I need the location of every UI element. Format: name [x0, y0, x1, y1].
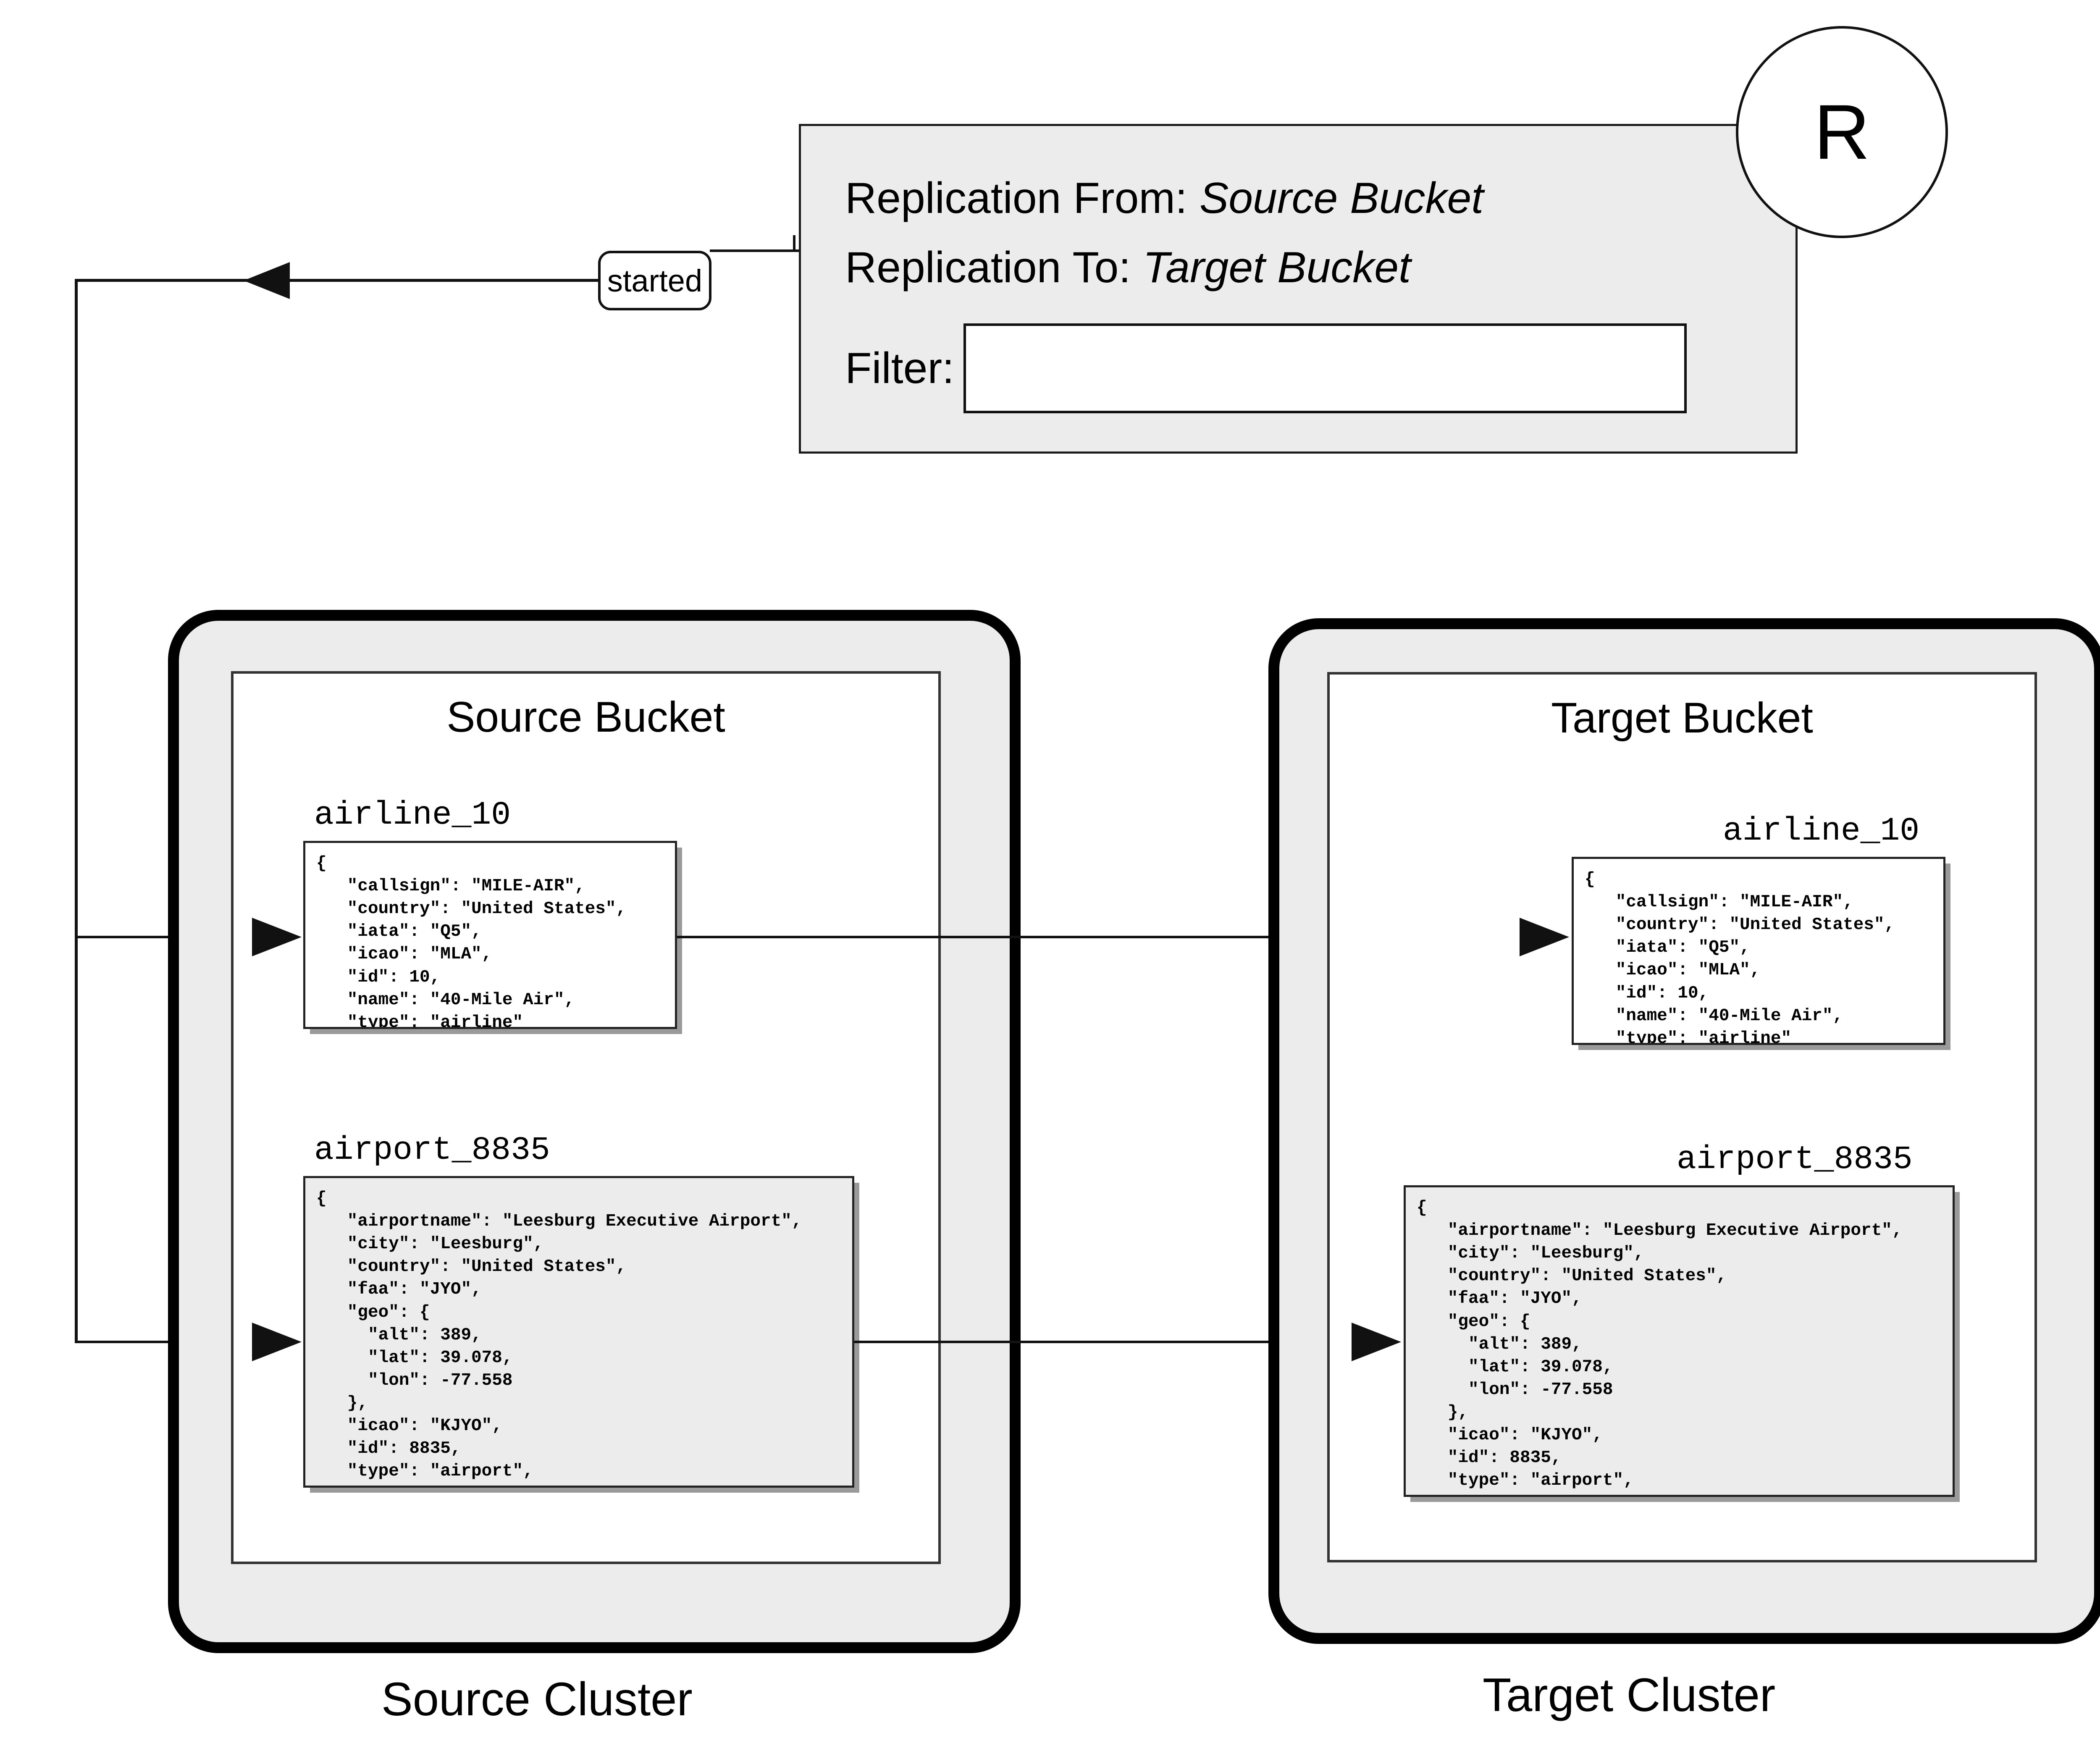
filter-input[interactable]	[963, 323, 1687, 413]
replication-line-airline	[677, 936, 1521, 938]
source-cluster-caption: Source Cluster	[381, 1673, 693, 1725]
target-document-airline: { "callsign": "MILE-AIR", "country": "Un…	[1572, 857, 1945, 1045]
target-cluster-caption: Target Cluster	[1483, 1669, 1776, 1721]
target-doc-key-airport: airport_8835	[1677, 1141, 1913, 1178]
arrowhead-into-source-airport-icon	[252, 1323, 302, 1361]
source-doc-key-airport: airport_8835	[314, 1132, 550, 1169]
target-doc-key-airline: airline_10	[1723, 813, 1920, 850]
replication-to-value: Target Bucket	[1143, 243, 1411, 292]
status-connector-horizontal	[710, 249, 800, 252]
arrowhead-into-source-airline-icon	[252, 918, 302, 956]
status-connector-vertical	[793, 235, 795, 252]
return-path-vertical-segment	[75, 279, 78, 1343]
arrowhead-into-target-airport-icon	[1352, 1323, 1401, 1361]
source-document-airport: { "airportname": "Leesburg Executive Air…	[303, 1176, 854, 1488]
filter-row: Filter:	[845, 323, 1687, 413]
replication-to-label: Replication To:	[845, 243, 1131, 292]
return-path-arrowhead-icon	[244, 262, 290, 299]
return-path-top-segment	[75, 279, 600, 282]
source-document-airline: { "callsign": "MILE-AIR", "country": "Un…	[303, 841, 677, 1029]
source-doc-key-airline: airline_10	[314, 797, 511, 834]
source-bucket-title: Source Bucket	[446, 693, 725, 741]
replication-line-airport	[854, 1341, 1353, 1343]
arrowhead-into-target-airline-icon	[1520, 918, 1569, 956]
replication-status-label: started	[607, 263, 703, 298]
replication-from-value: Source Bucket	[1199, 174, 1484, 223]
replication-settings-panel: Replication From: Source Bucket Replicat…	[799, 124, 1798, 454]
replication-to-row: Replication To: Target Bucket	[845, 246, 1411, 289]
replication-badge-icon: R	[1736, 26, 1948, 238]
replication-from-label: Replication From:	[845, 174, 1187, 223]
replication-status-badge: started	[598, 251, 711, 310]
target-bucket-title: Target Bucket	[1551, 694, 1813, 742]
replication-badge-letter: R	[1814, 89, 1870, 176]
target-document-airport: { "airportname": "Leesburg Executive Air…	[1404, 1185, 1955, 1497]
replication-from-row: Replication From: Source Bucket	[845, 176, 1483, 220]
filter-label: Filter:	[845, 344, 954, 393]
